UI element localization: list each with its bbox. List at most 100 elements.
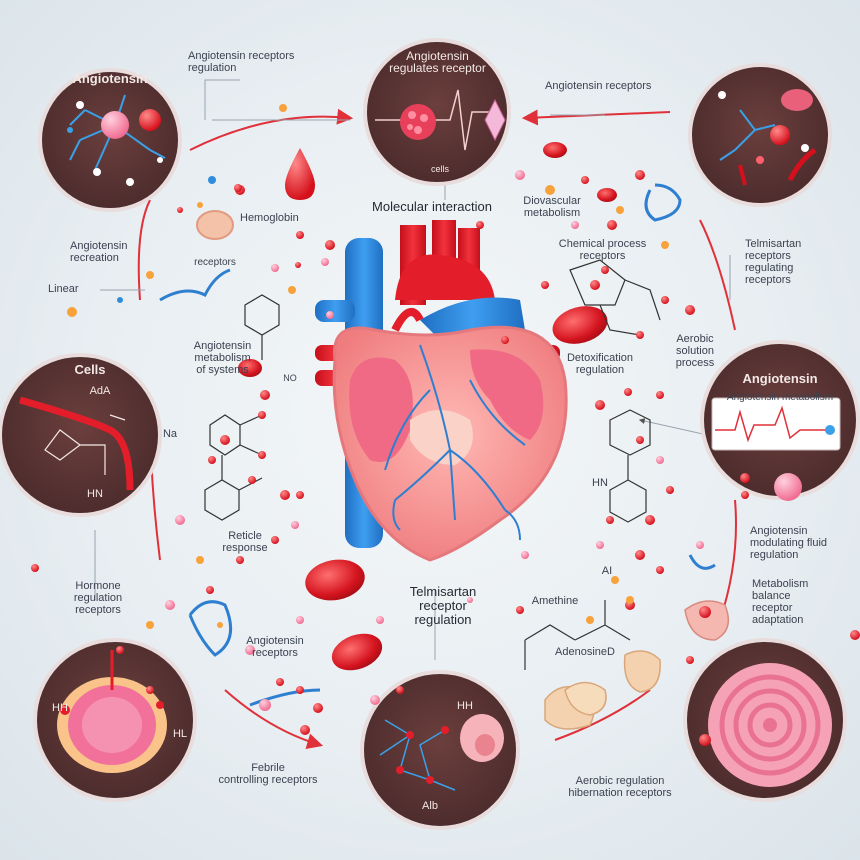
red-particle-dot	[296, 491, 304, 499]
orange-particle-dot	[545, 185, 555, 195]
red-particle-dot	[590, 280, 600, 290]
label-lower-right-note-2: Metabolism balance receptor adaptation	[752, 578, 809, 626]
label-top-right-note: Angiotensin receptors	[545, 80, 652, 92]
label-hh-left: HH	[52, 702, 68, 714]
red-particle-dot	[595, 400, 605, 410]
red-particle-dot	[740, 473, 750, 483]
label-right-upper-note: Diovascular metabolism	[523, 195, 581, 219]
red-particle-dot	[601, 266, 609, 274]
pink-particle-dot	[259, 699, 271, 711]
label-top-left-circle: Angiotensin	[72, 71, 148, 86]
red-particle-dot	[581, 176, 589, 184]
pink-particle-dot	[245, 645, 255, 655]
red-particle-dot	[685, 305, 695, 315]
label-center-title: Molecular interaction	[372, 199, 492, 214]
red-particle-dot	[295, 262, 301, 268]
label-right-circle-sub: Angiotensin metabolism	[726, 392, 834, 403]
circle-top-left	[38, 68, 182, 212]
red-particle-dot	[501, 336, 509, 344]
orange-particle-dot	[288, 286, 296, 294]
red-particle-dot	[296, 686, 304, 694]
label-ai: AI	[601, 565, 613, 577]
red-particle-dot	[276, 678, 284, 686]
orange-particle-dot	[616, 206, 624, 214]
orange-particle-dot	[626, 596, 634, 604]
label-hn-right: HN	[592, 477, 608, 489]
red-particle-dot	[177, 207, 183, 213]
pink-particle-dot	[370, 695, 380, 705]
circle-bottom-center	[360, 670, 520, 830]
red-blood-cells	[196, 142, 617, 671]
label-mid-right-note: Chemical process receptors	[558, 238, 647, 262]
red-particle-dot	[516, 606, 524, 614]
red-particle-dot	[656, 566, 664, 574]
orange-particle-dot	[146, 271, 154, 279]
pink-particle-dot	[326, 311, 334, 319]
red-particle-dot	[206, 586, 214, 594]
pink-particle-dot	[467, 597, 473, 603]
pink-particle-dot	[656, 456, 664, 464]
red-particle-dot	[31, 564, 39, 572]
pink-particle-dot	[175, 515, 185, 525]
label-left-circle-hn: HN	[87, 488, 103, 500]
label-lower-left-note: Hormone regulation receptors	[73, 580, 123, 616]
red-particle-dot	[220, 435, 230, 445]
circle-mid-right	[700, 340, 860, 501]
label-angiotensin-receptors: Angiotensin receptors	[246, 635, 304, 659]
blue-particle-dot	[117, 297, 123, 303]
pink-particle-dot	[321, 258, 329, 266]
red-particle-dot	[396, 686, 404, 694]
pink-particle-dot	[165, 600, 175, 610]
pink-particle-dot	[596, 541, 604, 549]
orange-particle-dot	[217, 622, 223, 628]
tissue-pieces	[544, 600, 730, 730]
label-amino: Amethine	[531, 595, 579, 607]
label-top-center-small: cells	[430, 164, 449, 174]
red-particle-dot	[636, 331, 644, 339]
red-particle-dot	[656, 391, 664, 399]
label-left-molecule-upper: receptors	[194, 257, 236, 268]
label-right-center-note: Aerobic solution process	[675, 333, 715, 369]
red-particle-dot	[635, 550, 645, 560]
blue-particle-dot	[208, 176, 216, 184]
red-particle-dot	[541, 281, 549, 289]
label-top-center-circle: Angiotensin regulates receptor	[389, 49, 486, 75]
label-right-circle-title: Angiotensin	[742, 371, 818, 386]
red-particle-dot	[313, 703, 323, 713]
orange-particle-dot	[586, 616, 594, 624]
label-hh-bottom: HH	[457, 700, 473, 712]
red-particle-dot	[686, 656, 694, 664]
label-no: NO	[283, 373, 297, 383]
label-top-left-note: Angiotensin receptors regulation	[188, 50, 295, 74]
cycle-ring	[137, 108, 737, 749]
red-particle-dot	[606, 516, 614, 524]
red-particle-dot	[300, 725, 310, 735]
orange-particle-dot	[196, 556, 204, 564]
red-particle-dot	[296, 231, 304, 239]
red-particle-dot	[260, 390, 270, 400]
label-detox-note: Detoxification regulation	[566, 352, 634, 376]
heart-illustration	[315, 220, 568, 562]
orange-particle-dot	[146, 621, 154, 629]
red-particle-dot	[607, 220, 617, 230]
circle-bottom-right	[683, 638, 847, 802]
circle-mid-left	[0, 353, 162, 517]
pink-particle-dot	[696, 541, 704, 549]
red-particle-dot	[666, 486, 674, 494]
orange-particle-dot	[611, 576, 619, 584]
label-hemoglobin: Hemoglobin	[240, 212, 299, 224]
label-na: Na	[162, 428, 178, 440]
red-particle-dot	[850, 630, 860, 640]
label-hl-left: HL	[172, 728, 188, 740]
red-particle-dot	[258, 451, 266, 459]
label-left-molecule-note: Angiotensin metabolism of systems	[193, 340, 252, 376]
orange-particle-dot	[279, 104, 287, 112]
red-particle-dot	[116, 646, 124, 654]
red-particle-dot	[146, 686, 154, 694]
label-left-circle-sub: AdA	[89, 385, 111, 397]
red-particle-dot	[325, 240, 335, 250]
red-particle-dot	[476, 221, 484, 229]
red-particle-dot	[208, 456, 216, 464]
orange-particle-dot	[661, 241, 669, 249]
